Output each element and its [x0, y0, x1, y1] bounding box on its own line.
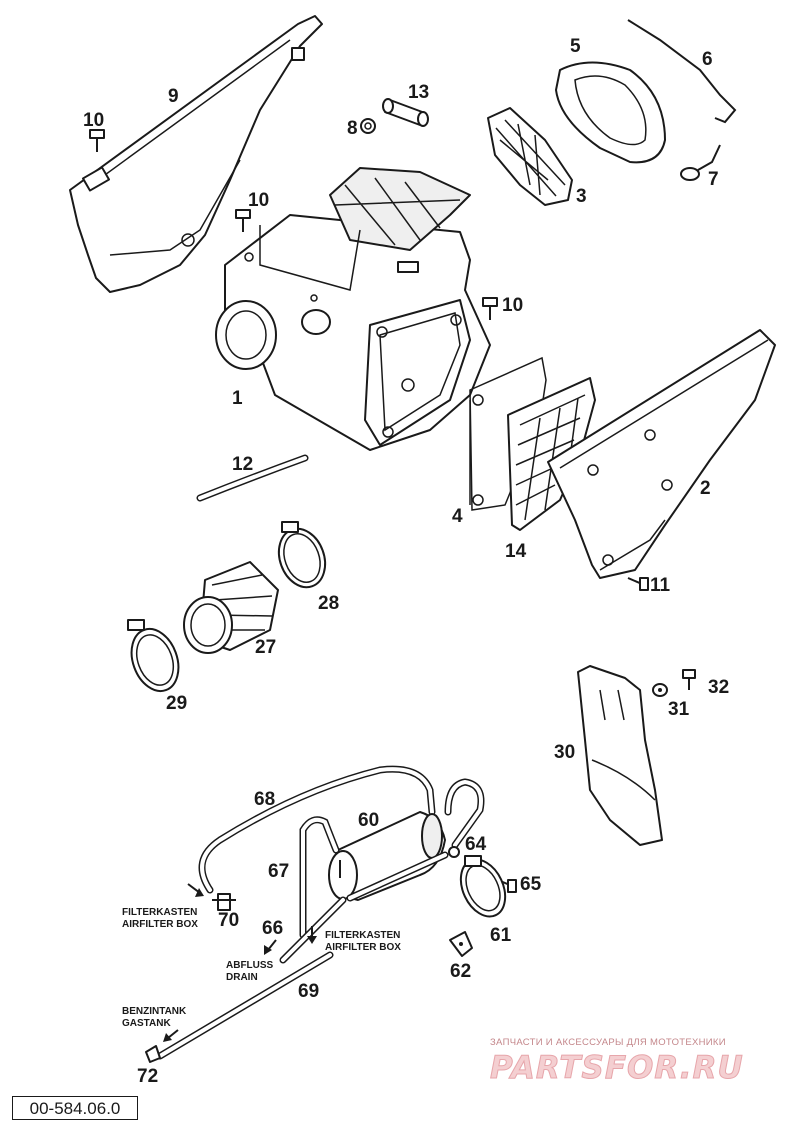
part-9-left-side-cover — [69, 15, 323, 293]
part-62-holder — [449, 931, 473, 957]
callout-65: 65 — [520, 874, 542, 895]
part-8-nut — [360, 118, 376, 134]
reference-number: 00-584.06.0 — [12, 1096, 138, 1120]
arrow-filterkasten-mid — [307, 926, 317, 944]
part-10-screw-c — [482, 297, 498, 320]
label-abfluss: ABFLUSS — [226, 960, 274, 971]
callout-12: 12 — [232, 454, 253, 475]
callout-5: 5 — [570, 36, 581, 57]
label-benzintank: BENZINTANK — [122, 1006, 187, 1017]
label-drain: DRAIN — [226, 972, 258, 983]
part-3-filter-cage — [487, 107, 573, 206]
part-69-tank-vent-hose — [156, 851, 449, 1060]
part-64-nut — [448, 846, 460, 858]
arrow-drain — [264, 939, 277, 955]
callout-60: 60 — [358, 810, 379, 831]
callout-62: 62 — [450, 961, 471, 982]
part-28-clamp — [277, 521, 327, 589]
callout-4: 4 — [452, 506, 463, 527]
part-5-air-filter — [555, 61, 666, 164]
callout-13: 13 — [408, 82, 429, 103]
part-13-spacer-tube — [382, 98, 429, 127]
part-64-hose — [444, 778, 485, 849]
callout-14: 14 — [505, 541, 527, 562]
callout-70: 70 — [218, 910, 239, 931]
callout-1: 1 — [232, 388, 243, 409]
watermark-logo: PARTSFOR.RU — [490, 1050, 744, 1086]
callout-numbers: 1 2 3 4 5 6 7 8 9 10 10 10 11 12 13 14 2… — [83, 36, 729, 1087]
callout-66: 66 — [262, 918, 283, 939]
part-32-screw — [682, 669, 696, 690]
watermark-tagline: ЗАПЧАСТИ И АКСЕССУАРЫ ДЛЯ МОТОТЕХНИКИ — [490, 1037, 726, 1048]
callout-31: 31 — [668, 699, 690, 720]
part-12-hose — [196, 454, 309, 502]
callout-11: 11 — [650, 575, 671, 596]
part-68-breather-hose — [198, 765, 436, 894]
callout-9: 9 — [168, 86, 179, 107]
callout-3: 3 — [576, 186, 587, 207]
label-airfilter-box-left: AIRFILTER BOX — [122, 919, 198, 930]
callout-6: 6 — [702, 49, 713, 70]
part-1-airbox — [215, 167, 491, 451]
part-67-hose — [299, 816, 340, 939]
part-27-intake-boot — [183, 561, 279, 654]
callout-10c: 10 — [502, 295, 523, 316]
callout-32: 32 — [708, 677, 729, 698]
callout-2: 2 — [700, 478, 711, 499]
part-61-clamp — [459, 855, 507, 918]
callout-27: 27 — [255, 637, 276, 658]
callout-10b: 10 — [248, 190, 269, 211]
part-70-fitting — [212, 893, 236, 911]
part-2-right-side-cover — [547, 329, 776, 579]
flow-labels: FILTERKASTEN AIRFILTER BOX FILTERKASTEN … — [122, 907, 401, 1029]
callout-64: 64 — [465, 834, 487, 855]
part-10-screw-a — [89, 129, 105, 152]
callout-8: 8 — [347, 118, 358, 139]
arrow-filterkasten-left — [187, 883, 204, 897]
callout-28: 28 — [318, 593, 339, 614]
callout-67: 67 — [268, 861, 289, 882]
part-30-mud-flap — [577, 665, 663, 846]
part-72-fitting — [145, 1045, 161, 1063]
callout-72: 72 — [137, 1066, 158, 1087]
part-29-clamp — [127, 619, 180, 692]
callout-68: 68 — [254, 789, 275, 810]
label-gastank: GASTANK — [122, 1018, 171, 1029]
part-11-screw — [627, 577, 649, 591]
callout-30: 30 — [554, 742, 575, 763]
part-31-washer — [652, 683, 668, 697]
callout-69: 69 — [298, 981, 319, 1002]
label-filterkasten-mid: FILTERKASTEN — [325, 930, 400, 941]
label-filterkasten-left: FILTERKASTEN — [122, 907, 197, 918]
callout-29: 29 — [166, 693, 187, 714]
part-10-screw-b — [235, 209, 251, 232]
callout-10a: 10 — [83, 110, 104, 131]
label-airfilter-box-mid: AIRFILTER BOX — [325, 942, 401, 953]
watermark: ЗАПЧАСТИ И АКСЕССУАРЫ ДЛЯ МОТОТЕХНИКИ PA… — [490, 1037, 744, 1087]
part-7-clip — [680, 144, 721, 181]
arrow-gastank — [163, 1029, 179, 1042]
callout-7: 7 — [708, 169, 719, 190]
callout-61: 61 — [490, 925, 512, 946]
part-60-breather-canister — [328, 811, 446, 901]
part-6-retaining-wire — [627, 19, 737, 124]
